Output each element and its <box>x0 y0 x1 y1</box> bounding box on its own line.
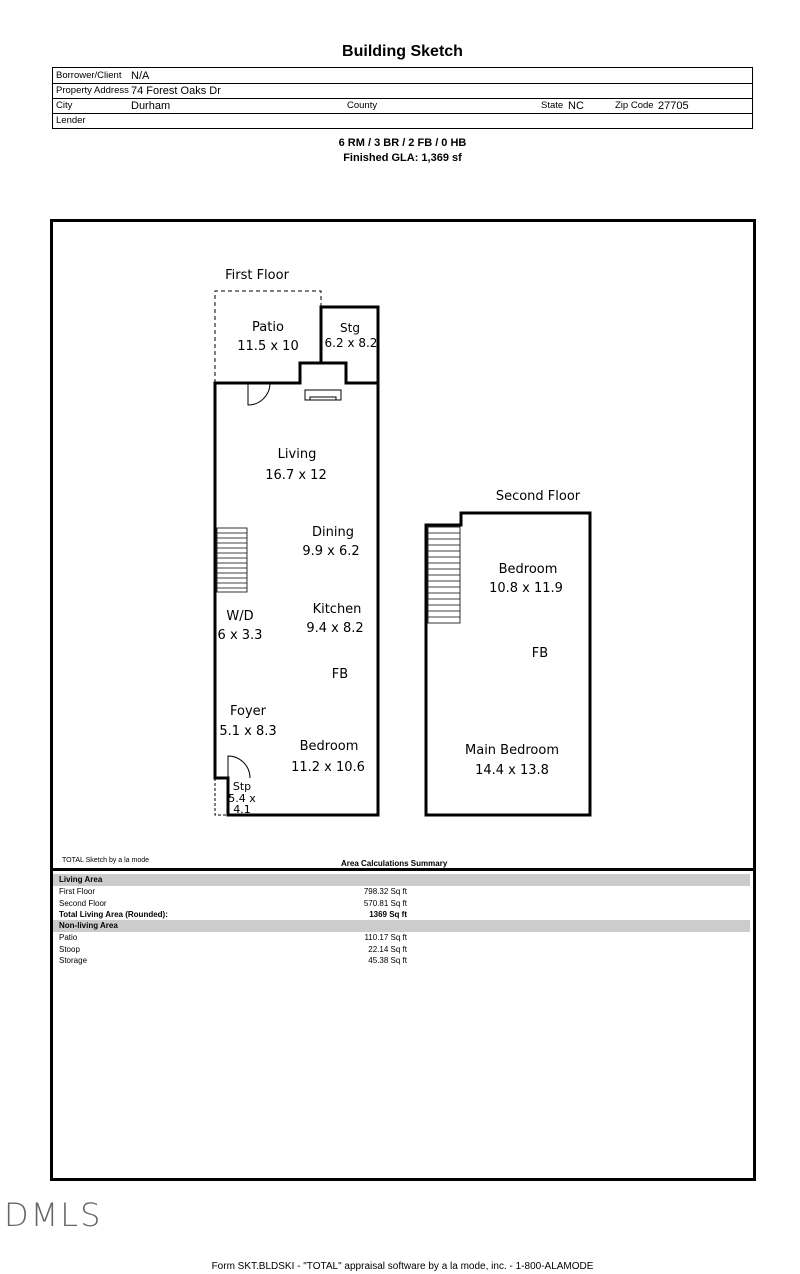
sketch-divider <box>50 868 753 871</box>
zip-label: Zip Code <box>615 100 654 111</box>
living-dim: 16.7 x 12 <box>265 468 326 483</box>
gla-summary: Finished GLA: 1,369 sf <box>343 152 462 164</box>
room-count-summary: 6 RM / 3 BR / 2 FB / 0 HB <box>338 137 467 149</box>
kitchen-dim: 9.4 x 8.2 <box>306 621 363 636</box>
living-name: Living <box>278 447 317 462</box>
address-label: Property Address <box>56 85 129 96</box>
borrower-row: Borrower/Client N/A <box>53 68 752 84</box>
dmls-watermark-logo: DMLS <box>4 1196 103 1234</box>
foyer-name: Foyer <box>230 704 267 719</box>
calc-row-total: Total Living Area (Rounded): 1369 Sq ft <box>59 910 407 919</box>
city-value: Durham <box>131 100 171 112</box>
calc-row-patio: Patio 110.17 Sq ft <box>59 933 407 942</box>
dining-name: Dining <box>312 525 354 540</box>
first-floor-label: First Floor <box>225 268 289 283</box>
floor-plan-sketch: First Floor Second Floor Patio 11.5 x 10… <box>213 268 592 817</box>
page-title: Building Sketch <box>342 43 463 60</box>
bedroom-1-dim: 11.2 x 10.6 <box>291 760 365 775</box>
county-label: County <box>347 100 378 111</box>
wd-dim: 6 x 3.3 <box>218 628 263 643</box>
storage-name: Stg <box>340 321 360 335</box>
calc-row-first-floor: First Floor 798.32 Sq ft <box>59 887 407 896</box>
main-bedroom-dim: 14.4 x 13.8 <box>475 763 549 778</box>
nonliving-area-header: Non-living Area <box>53 920 750 932</box>
full-bath-2: FB <box>532 646 548 661</box>
full-bath-1: FB <box>332 667 348 682</box>
first-floor-stairs <box>216 527 248 593</box>
calc-row-stoop: Stoop 22.14 Sq ft <box>59 945 407 954</box>
bedroom-1-name: Bedroom <box>300 739 359 754</box>
city-label: City <box>56 100 73 111</box>
storage-dim: 6.2 x 8.2 <box>325 336 378 350</box>
borrower-value: N/A <box>131 70 150 82</box>
form-footer: Form SKT.BLDSKI - "TOTAL" appraisal soft… <box>211 1261 594 1272</box>
property-info-box: Borrower/Client N/A Property Address 74 … <box>52 67 753 129</box>
lender-label: Lender <box>56 115 86 126</box>
borrower-label: Borrower/Client <box>56 70 122 81</box>
stoop-outline <box>214 778 228 816</box>
stoop-name: Stp <box>233 780 251 793</box>
patio-dim: 11.5 x 10 <box>237 339 298 354</box>
wd-name: W/D <box>226 609 253 624</box>
calc-row-second-floor: Second Floor 570.81 Sq ft <box>59 899 407 908</box>
kitchen-name: Kitchen <box>313 602 362 617</box>
city-row: City Durham County State NC Zip Code 277… <box>53 98 752 114</box>
second-floor-label: Second Floor <box>496 489 581 504</box>
patio-door <box>247 382 271 406</box>
stoop-dim-2: 4.1 <box>233 803 251 816</box>
zip-value: 27705 <box>658 100 689 112</box>
lender-row: Lender <box>53 113 752 128</box>
living-area-header: Living Area <box>53 874 750 886</box>
state-value: NC <box>568 100 584 112</box>
patio-name: Patio <box>252 320 284 335</box>
second-floor-outline <box>424 511 592 817</box>
second-floor-stairs <box>427 526 461 624</box>
storage-dash <box>299 362 321 383</box>
front-door <box>227 755 251 779</box>
fireplace-hearth <box>309 396 337 401</box>
foyer-dim: 5.1 x 8.3 <box>219 724 276 739</box>
bedroom-2-dim: 10.8 x 11.9 <box>489 581 563 596</box>
stoop-dim-1: 5.4 x <box>228 792 256 805</box>
first-floor-outline <box>213 361 380 817</box>
bedroom-2-name: Bedroom <box>499 562 558 577</box>
dining-dim: 9.9 x 6.2 <box>302 544 359 559</box>
area-calc-title: Area Calculations Summary <box>341 859 448 868</box>
sketch-frame <box>50 219 756 1181</box>
state-label: State <box>541 100 564 111</box>
address-row: Property Address 74 Forest Oaks Dr <box>53 83 752 99</box>
patio-outline <box>214 290 322 383</box>
address-value: 74 Forest Oaks Dr <box>131 85 221 97</box>
calc-row-storage: Storage 45.38 Sq ft <box>59 956 407 965</box>
sketch-credit-note: TOTAL Sketch by a la mode <box>62 857 150 864</box>
main-bedroom-name: Main Bedroom <box>465 743 559 758</box>
